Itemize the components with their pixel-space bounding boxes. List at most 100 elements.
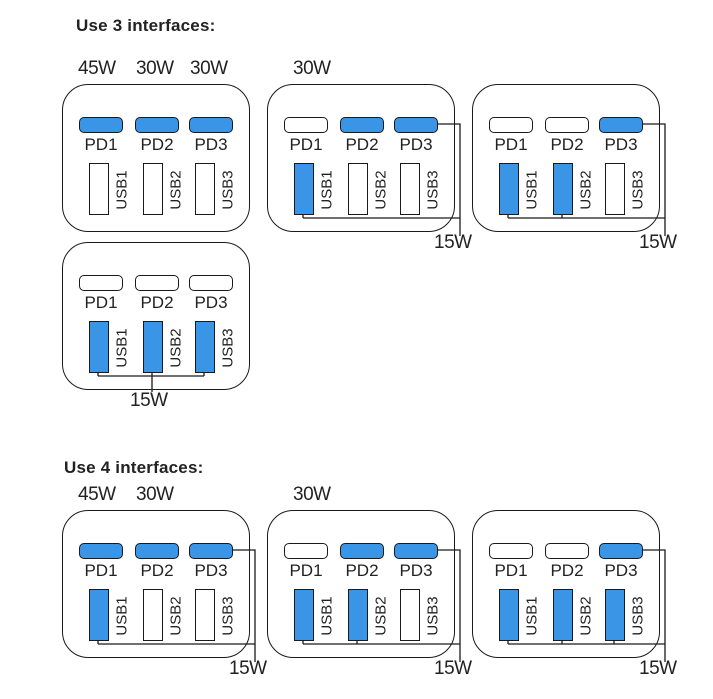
usb-c-port-2 [135,275,179,291]
pd-port-label: PD2 [140,135,174,154]
usb-a-port-1 [294,589,314,641]
usb-port-label-text: USB1 [113,328,131,368]
usb-c-port-3 [189,543,233,559]
pd-port-label: PD1 [84,293,118,312]
usb-port-label: USB1 [111,591,133,641]
usb-c-port-2 [135,117,179,133]
top-watt-label: 45W [78,58,116,79]
top-watt-label: 30W [136,58,174,79]
usb-a-port-2 [553,589,573,641]
usb-port-label-text: USB2 [372,596,390,636]
pd-port-label: PD2 [550,135,584,154]
top-watt-label: 30W [136,484,174,505]
usb-c-port-1 [489,117,533,133]
usb-port-label: USB3 [217,591,239,641]
pd-port-label: PD1 [289,135,323,154]
section-heading-4-interfaces: Use 4 interfaces: [64,458,204,477]
usb-c-port-3 [599,117,643,133]
usb-port-label-text: USB3 [424,170,442,210]
usb-a-port-1 [89,589,109,641]
usb-port-label-text: USB1 [113,596,131,636]
usb-c-port-1 [284,117,328,133]
pd-port-label: PD3 [194,561,228,580]
usb-c-port-3 [599,543,643,559]
pd-port-label: PD3 [399,561,433,580]
pd-port-label: PD1 [289,561,323,580]
pd-port-label: PD1 [84,135,118,154]
usb-port-label: USB1 [111,165,133,215]
usb-port-label-text: USB1 [523,170,541,210]
usb-a-port-2 [553,163,573,215]
pd-port-label: PD2 [345,135,379,154]
bottom-watt-label: 15W [639,658,677,679]
usb-a-port-3 [605,163,625,215]
pd-port-label: PD1 [84,561,118,580]
usb-port-label: USB2 [370,165,392,215]
pd-port-label: PD2 [550,561,584,580]
top-watt-label: 45W [78,484,116,505]
usb-port-label-text: USB3 [219,328,237,368]
usb-a-port-2 [143,163,163,215]
usb-c-port-1 [79,275,123,291]
usb-port-label-text: USB2 [167,170,185,210]
usb-port-label: USB2 [575,591,597,641]
usb-port-label: USB3 [627,591,649,641]
usb-port-label-text: USB2 [372,170,390,210]
usb-c-port-2 [340,117,384,133]
usb-port-label-text: USB2 [577,170,595,210]
pd-port-label: PD3 [604,561,638,580]
top-watt-label: 30W [293,484,331,505]
usb-a-port-3 [605,589,625,641]
usb-c-port-1 [284,543,328,559]
usb-a-port-1 [499,589,519,641]
usb-a-port-1 [499,163,519,215]
usb-port-label-text: USB1 [318,170,336,210]
usb-a-port-3 [400,589,420,641]
usb-c-port-2 [135,543,179,559]
usb-port-label: USB3 [422,591,444,641]
usb-c-port-3 [394,117,438,133]
usb-port-label: USB1 [316,165,338,215]
pd-port-label: PD3 [604,135,638,154]
pd-port-label: PD3 [399,135,433,154]
usb-a-port-3 [195,321,215,373]
usb-c-port-3 [189,117,233,133]
usb-a-port-3 [195,163,215,215]
usb-port-label: USB2 [165,323,187,373]
usb-port-label-text: USB2 [577,596,595,636]
usb-port-label: USB1 [316,591,338,641]
pd-port-label: PD3 [194,293,228,312]
usb-port-label: USB2 [165,591,187,641]
usb-port-label-text: USB2 [167,596,185,636]
usb-port-label: USB3 [627,165,649,215]
top-watt-label: 30W [190,58,228,79]
bottom-watt-label: 15W [229,658,267,679]
usb-a-port-1 [89,321,109,373]
usb-port-label: USB2 [165,165,187,215]
usb-port-label: USB2 [370,591,392,641]
usb-port-label: USB3 [217,165,239,215]
usb-port-label: USB1 [111,323,133,373]
usb-c-port-1 [489,543,533,559]
usb-c-port-2 [545,543,589,559]
usb-a-port-3 [400,163,420,215]
usb-port-label-text: USB1 [113,170,131,210]
pd-port-label: PD1 [494,561,528,580]
usb-port-label-text: USB1 [523,596,541,636]
pd-port-label: PD3 [194,135,228,154]
usb-port-label: USB1 [521,165,543,215]
usb-a-port-3 [195,589,215,641]
usb-c-port-3 [189,275,233,291]
usb-a-port-2 [348,589,368,641]
usb-a-port-2 [143,321,163,373]
usb-port-label: USB2 [575,165,597,215]
usb-port-label-text: USB3 [219,596,237,636]
top-watt-label: 30W [293,58,331,79]
usb-a-port-2 [348,163,368,215]
bottom-watt-label: 15W [130,390,168,411]
